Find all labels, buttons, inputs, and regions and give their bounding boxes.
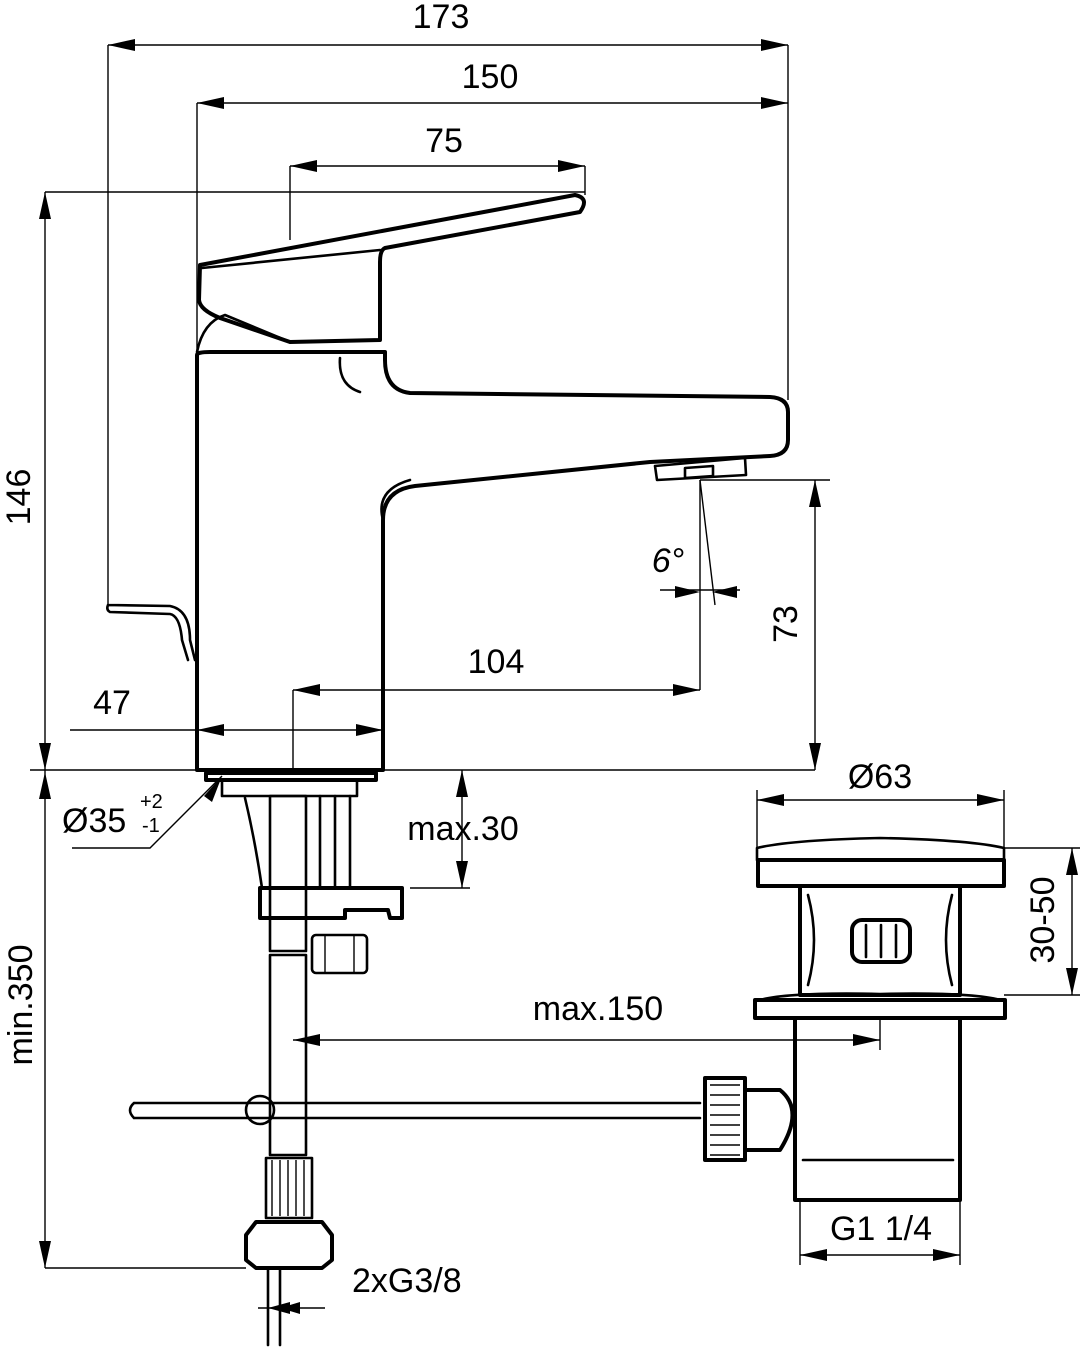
label-tolerance-minus: -1 (142, 815, 160, 837)
waste-cap (755, 836, 1006, 862)
waste-slot (850, 918, 912, 964)
rod-clamp (244, 1094, 276, 1126)
label-rod-length: max.150 (533, 990, 663, 1028)
waste-tail (793, 1016, 962, 1202)
spout-inner-curve (338, 356, 362, 394)
dimension-lines (30, 39, 1080, 1314)
label-base-offset: 47 (93, 684, 131, 722)
fixing-nut (310, 933, 369, 975)
waste-flange (756, 858, 1006, 888)
braided-hose-lower (268, 953, 308, 1157)
lift-rod-link (243, 796, 264, 890)
rod-connector (703, 1076, 795, 1162)
pull-rod (128, 1101, 702, 1120)
waste-drawing (703, 836, 1007, 1202)
label-hose-thread: 2xG3/8 (352, 1262, 462, 1300)
dimension-labels: 173 150 75 146 73 104 47 6° Ø35 +2 -1 ma… (0, 0, 1062, 1300)
hose-ferrule (264, 1156, 314, 1220)
cartridge-dome (195, 313, 292, 354)
label-spout-height: 73 (767, 605, 805, 643)
mounting-shank (220, 778, 359, 798)
label-waste-diameter: Ø63 (848, 758, 912, 796)
label-deck-thickness: max.30 (407, 810, 519, 848)
label-tolerance-plus: +2 (140, 791, 163, 813)
hose-nut (244, 1220, 334, 1270)
faucet-body (195, 350, 790, 772)
fixing-plate (258, 886, 404, 920)
label-angle: 6° (652, 542, 685, 580)
label-width-body: 150 (462, 58, 519, 96)
braided-hose-upper (268, 794, 308, 953)
label-width-total: 173 (413, 0, 470, 36)
lever-edge (200, 248, 382, 270)
lift-rod (106, 603, 197, 662)
label-hose-length: min.350 (2, 945, 40, 1066)
label-waste-height: 30-50 (1024, 877, 1062, 964)
waste-body-curves (806, 893, 954, 987)
faucet-drawing (106, 193, 790, 798)
label-height-total: 146 (0, 469, 38, 526)
label-waste-thread: G1 1/4 (830, 1210, 932, 1248)
threaded-stud (318, 794, 352, 890)
lever-handle (197, 193, 586, 344)
label-spout-reach: 104 (468, 643, 525, 681)
waste-lower-flange (753, 998, 1007, 1020)
label-diameter-base: Ø35 (62, 802, 126, 840)
label-lever-length: 75 (425, 122, 463, 160)
aerator (653, 456, 748, 482)
under-deck-fittings (128, 794, 702, 1347)
spout-underside-curve (380, 478, 412, 522)
base-ring (204, 771, 378, 782)
